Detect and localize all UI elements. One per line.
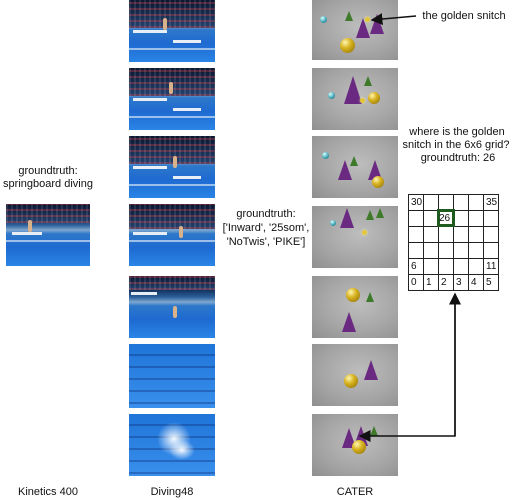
position-grid: 30 35 6 11 0 1 2 3 4 5 <box>408 194 499 291</box>
grid-cell <box>484 227 499 243</box>
grid-cell <box>454 227 469 243</box>
grid-cell <box>439 227 454 243</box>
grid-cell <box>454 211 469 227</box>
grid-groundtruth: groundtruth: 26 <box>420 152 496 164</box>
cater-frame-5 <box>312 276 398 338</box>
grid-cell: 2 <box>439 275 454 291</box>
grid-highlight-cell <box>437 209 455 227</box>
grid-question-line1: where is the golden <box>409 126 505 138</box>
diving-frame-4 <box>129 204 215 266</box>
grid-cell <box>424 243 439 259</box>
kinetics-column-label: Kinetics 400 <box>18 486 78 498</box>
diving-frame-2 <box>129 68 215 130</box>
cater-frame-7 <box>312 414 398 476</box>
grid-cell <box>469 195 484 211</box>
grid-cell <box>409 243 424 259</box>
grid-cell <box>424 227 439 243</box>
grid-cell: 6 <box>409 259 424 275</box>
diving-frame-5 <box>129 276 215 338</box>
cater-frame-6 <box>312 344 398 406</box>
grid-cell <box>469 243 484 259</box>
grid-highlight-label: 26 <box>439 213 451 224</box>
diving-frame-6 <box>129 344 215 408</box>
grid-cell <box>469 259 484 275</box>
cater-frame-2 <box>312 68 398 130</box>
diving-groundtruth-title: groundtruth: <box>236 208 296 220</box>
snitch-callout-label: the golden snitch <box>422 10 506 22</box>
grid-cell <box>484 211 499 227</box>
grid-cell: 1 <box>424 275 439 291</box>
cater-column-label: CATER <box>336 486 374 498</box>
grid-question-line2: snitch in the 6x6 grid? <box>402 139 510 151</box>
grid-cell <box>439 243 454 259</box>
grid-cell <box>409 211 424 227</box>
kinetics-video-frame <box>6 204 90 266</box>
grid-cell <box>439 259 454 275</box>
cater-frame-4 <box>312 206 398 268</box>
kinetics-groundtruth-value: springboard diving <box>3 178 93 190</box>
grid-cell: 30 <box>409 195 424 211</box>
diving-groundtruth-line1: ['Inward', '25som', <box>222 222 310 234</box>
diving-frame-1 <box>129 0 215 62</box>
grid-cell <box>424 259 439 275</box>
cater-frame-3 <box>312 136 398 198</box>
golden-snitch-marker <box>365 17 370 22</box>
grid-cell <box>424 195 439 211</box>
grid-cell: 3 <box>454 275 469 291</box>
diving-column-label: Diving48 <box>150 486 194 498</box>
grid-cell <box>484 243 499 259</box>
kinetics-groundtruth-title: groundtruth: <box>18 165 78 177</box>
grid-cell: 0 <box>409 275 424 291</box>
grid-cell: 11 <box>484 259 499 275</box>
grid-cell: 5 <box>484 275 499 291</box>
grid-cell: 4 <box>469 275 484 291</box>
grid-cell: 35 <box>484 195 499 211</box>
grid-cell <box>469 211 484 227</box>
diving-groundtruth-line2: 'NoTwis', 'PIKE'] <box>226 236 306 248</box>
diving-frame-7 <box>129 414 215 476</box>
grid-cell <box>454 259 469 275</box>
grid-cell <box>469 227 484 243</box>
cater-frame-1 <box>312 0 398 60</box>
grid-cell <box>409 227 424 243</box>
grid-cell <box>454 195 469 211</box>
grid-cell <box>454 243 469 259</box>
diving-frame-3 <box>129 136 215 198</box>
